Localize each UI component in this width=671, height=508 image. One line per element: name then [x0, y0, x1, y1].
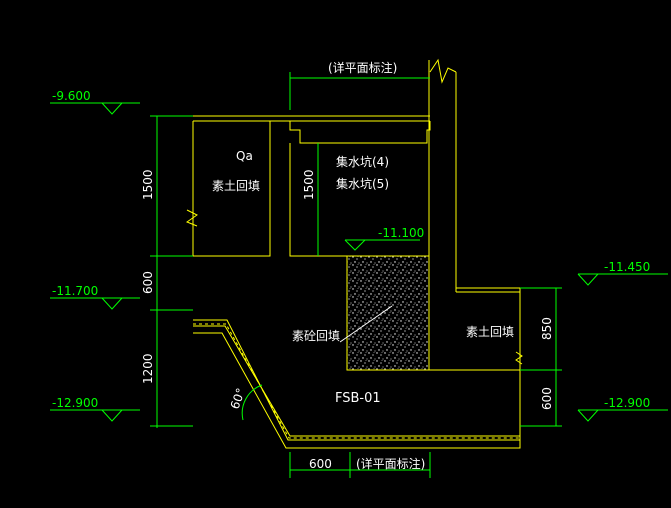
elev-left-bottom: -12.900: [52, 396, 98, 410]
label-soil-left: 素土回填: [212, 179, 260, 193]
elev-right-bottom: -12.900: [604, 396, 650, 410]
concrete-fill: [346, 255, 430, 371]
label-qa: Qa: [236, 149, 253, 163]
label-pit-2: 集水坑(5): [336, 176, 389, 191]
dim-left-1500: 1500: [141, 169, 155, 200]
elev-center: -11.100: [378, 226, 424, 240]
bottom-slab-dashed: [193, 323, 520, 439]
concrete-leader: [339, 305, 393, 343]
label-soil-right: 素土回填: [466, 325, 514, 339]
dim-left-1200: 1200: [141, 353, 155, 384]
dim-left-600: 600: [141, 271, 155, 294]
dim-right-600: 600: [540, 387, 554, 410]
elev-left-mid: -11.700: [52, 284, 98, 298]
dim-inner-1500: 1500: [302, 169, 316, 200]
slab-step: [289, 121, 431, 144]
left-break: [185, 209, 198, 227]
label-pit-1: 集水坑(4): [336, 154, 389, 169]
top-note: (详平面标注): [328, 60, 397, 75]
dim-bottom-600: 600: [309, 457, 332, 471]
top-break: [429, 58, 457, 84]
label-angle: 60°: [228, 386, 248, 411]
bottom-slab-outer: [193, 319, 521, 449]
bottom-note: (详平面标注): [356, 456, 425, 471]
elevation-markers: [101, 102, 599, 422]
label-section: FSB-01: [335, 391, 381, 406]
label-concrete: 素砼回填: [292, 329, 340, 343]
elev-left-top: -9.600: [52, 89, 91, 103]
elev-right-mid: -11.450: [604, 260, 650, 274]
right-break: [515, 351, 523, 365]
dimension-lines: [50, 72, 668, 478]
left-cavity: [192, 121, 271, 257]
dim-right-850: 850: [540, 317, 554, 340]
